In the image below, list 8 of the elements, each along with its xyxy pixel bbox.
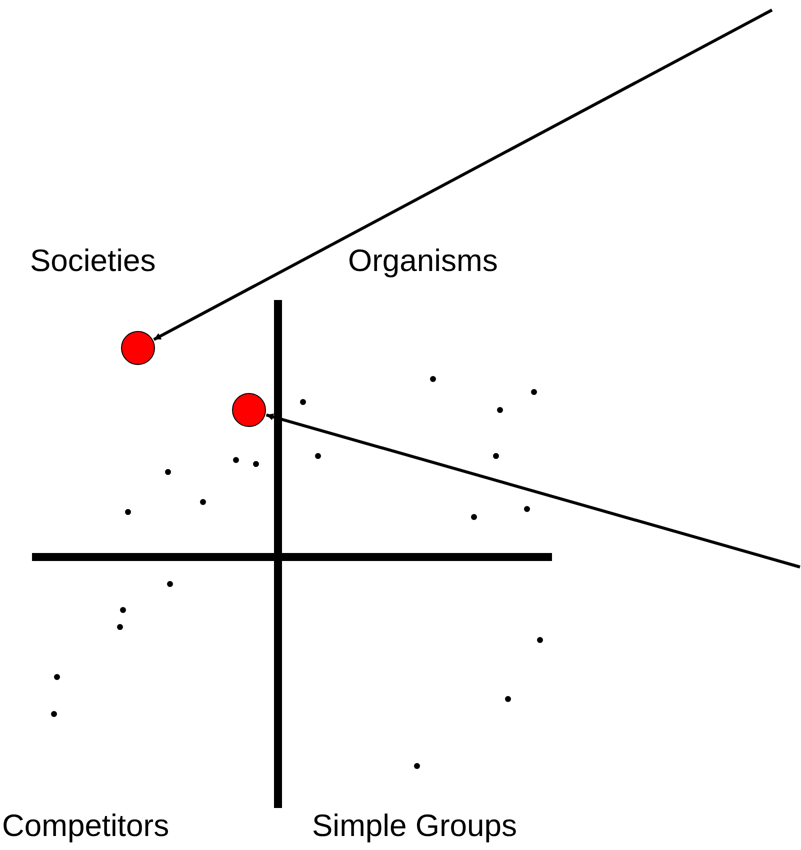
arrow [153,8,773,341]
quadrant-label: Organisms [348,245,498,276]
marker-circle [232,393,266,427]
quadrant-label: Simple Groups [312,810,518,841]
quadrant-label: Competitors [2,810,170,841]
arrow [266,413,800,568]
marker-circle [121,331,155,365]
quadrant-label: Societies [30,245,156,276]
